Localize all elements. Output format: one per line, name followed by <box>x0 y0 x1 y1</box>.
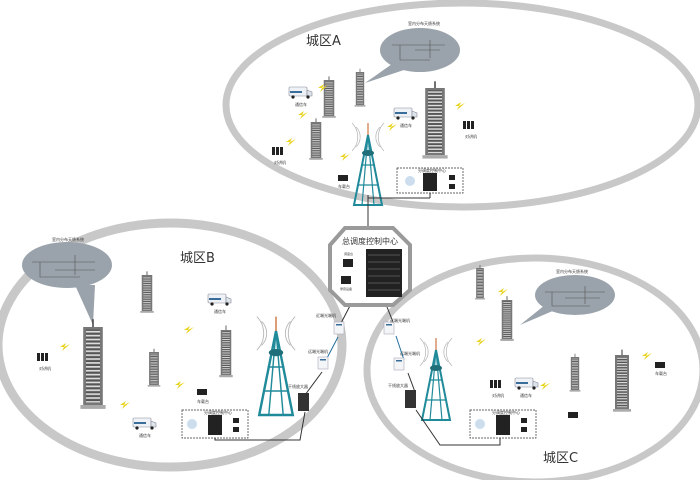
svg-text:远端光端机: 远端光端机 <box>400 350 420 356</box>
zone-b-dispatch-box: 分调度控制中心 <box>181 409 249 439</box>
svg-text:对讲机: 对讲机 <box>274 159 286 165</box>
zone-c-radio-icon: 对讲机 <box>490 380 504 398</box>
svg-text:通信车: 通信车 <box>139 432 151 438</box>
svg-text:室内分布天馈系统: 室内分布天馈系统 <box>52 236 84 242</box>
central-dispatch-center: 总调度控制中心 调度台 录音设备 <box>328 226 412 307</box>
svg-text:近端光端机: 近端光端机 <box>390 317 410 323</box>
zone-c-near-optic-unit: 近端光端机 <box>383 317 410 335</box>
zone-c-van-icon: 通信车 <box>514 377 539 398</box>
zone-a-radio2-icon: 对讲机 <box>463 121 477 139</box>
svg-text:对讲机: 对讲机 <box>39 365 51 371</box>
svg-text:干线放大器: 干线放大器 <box>288 383 308 389</box>
recorder-icon <box>341 276 351 284</box>
zone-c-tower-icon <box>419 337 453 421</box>
svg-text:录音设备: 录音设备 <box>340 286 352 291</box>
zone-c-indoor-bubble: 室内分布天馈系统 <box>520 268 615 325</box>
zone-c-dispatch-box: 分调度控制中心 <box>469 409 537 439</box>
zone-c-amplifier: 干线放大器 <box>388 382 416 408</box>
zone-b-vehicle-radio-icon: 车载台 <box>197 389 209 404</box>
svg-text:总调度控制中心: 总调度控制中心 <box>342 236 398 246</box>
zone-b-title: 城区B <box>180 251 215 266</box>
svg-text:通信车: 通信车 <box>295 101 307 107</box>
svg-text:分调度控制中心: 分调度控制中心 <box>492 409 520 415</box>
zone-c-far-optic-unit: 远端光端机 <box>393 350 420 371</box>
zone-a-van2-icon: 通信车 <box>393 107 418 128</box>
svg-text:室内分布天馈系统: 室内分布天馈系统 <box>408 20 440 26</box>
svg-text:车载台: 车载台 <box>655 370 667 376</box>
zone-a-title: 城区A <box>306 34 341 49</box>
svg-text:室内分布天馈系统: 室内分布天馈系统 <box>556 268 588 274</box>
svg-text:分调度控制中心: 分调度控制中心 <box>418 167 446 173</box>
console-icon <box>343 259 353 267</box>
svg-text:对讲机: 对讲机 <box>492 392 504 398</box>
zone-b-van2-icon: 通信车 <box>132 417 157 438</box>
zone-a-indoor-bubble: 室内分布天馈系统 <box>365 20 460 83</box>
svg-text:通信车: 通信车 <box>400 122 412 128</box>
zone-b-radio-icon: 对讲机 <box>37 353 51 371</box>
zone-b-far-optic-unit: 远端光端机 <box>308 348 329 370</box>
svg-text:近端光端机: 近端光端机 <box>316 312 336 318</box>
zone-c-vehicle-radio-icon: 车载台 <box>568 362 667 418</box>
zone-b-indoor-bubble: 室内分布天馈系统 <box>22 236 112 325</box>
zone-a-van-icon: 通信车 <box>288 86 313 107</box>
zone-b-near-optic-unit: 近端光端机 <box>316 312 345 335</box>
zone-a-radio-icon: 对讲机 <box>272 147 286 165</box>
svg-text:车载台: 车载台 <box>338 183 350 189</box>
svg-text:对讲机: 对讲机 <box>465 133 477 139</box>
svg-text:干线放大器: 干线放大器 <box>388 382 408 388</box>
zone-a-dispatch-box: 分调度控制中心 <box>396 167 464 194</box>
svg-text:通信车: 通信车 <box>214 308 226 314</box>
zone-c-ring <box>363 254 700 480</box>
svg-text:调度台: 调度台 <box>344 251 353 256</box>
svg-text:车载台: 车载台 <box>197 398 209 404</box>
svg-text:远端光端机: 远端光端机 <box>308 348 328 354</box>
zone-c-title: 城区C <box>543 451 578 466</box>
zone-b-van-icon: 通信车 <box>207 293 232 314</box>
svg-text:分调度控制中心: 分调度控制中心 <box>204 409 232 415</box>
zone-a-vehicle-radio-icon: 车载台 <box>338 175 350 189</box>
svg-text:通信车: 通信车 <box>520 392 532 398</box>
zone-b-amplifier: 干线放大器 <box>288 383 309 411</box>
